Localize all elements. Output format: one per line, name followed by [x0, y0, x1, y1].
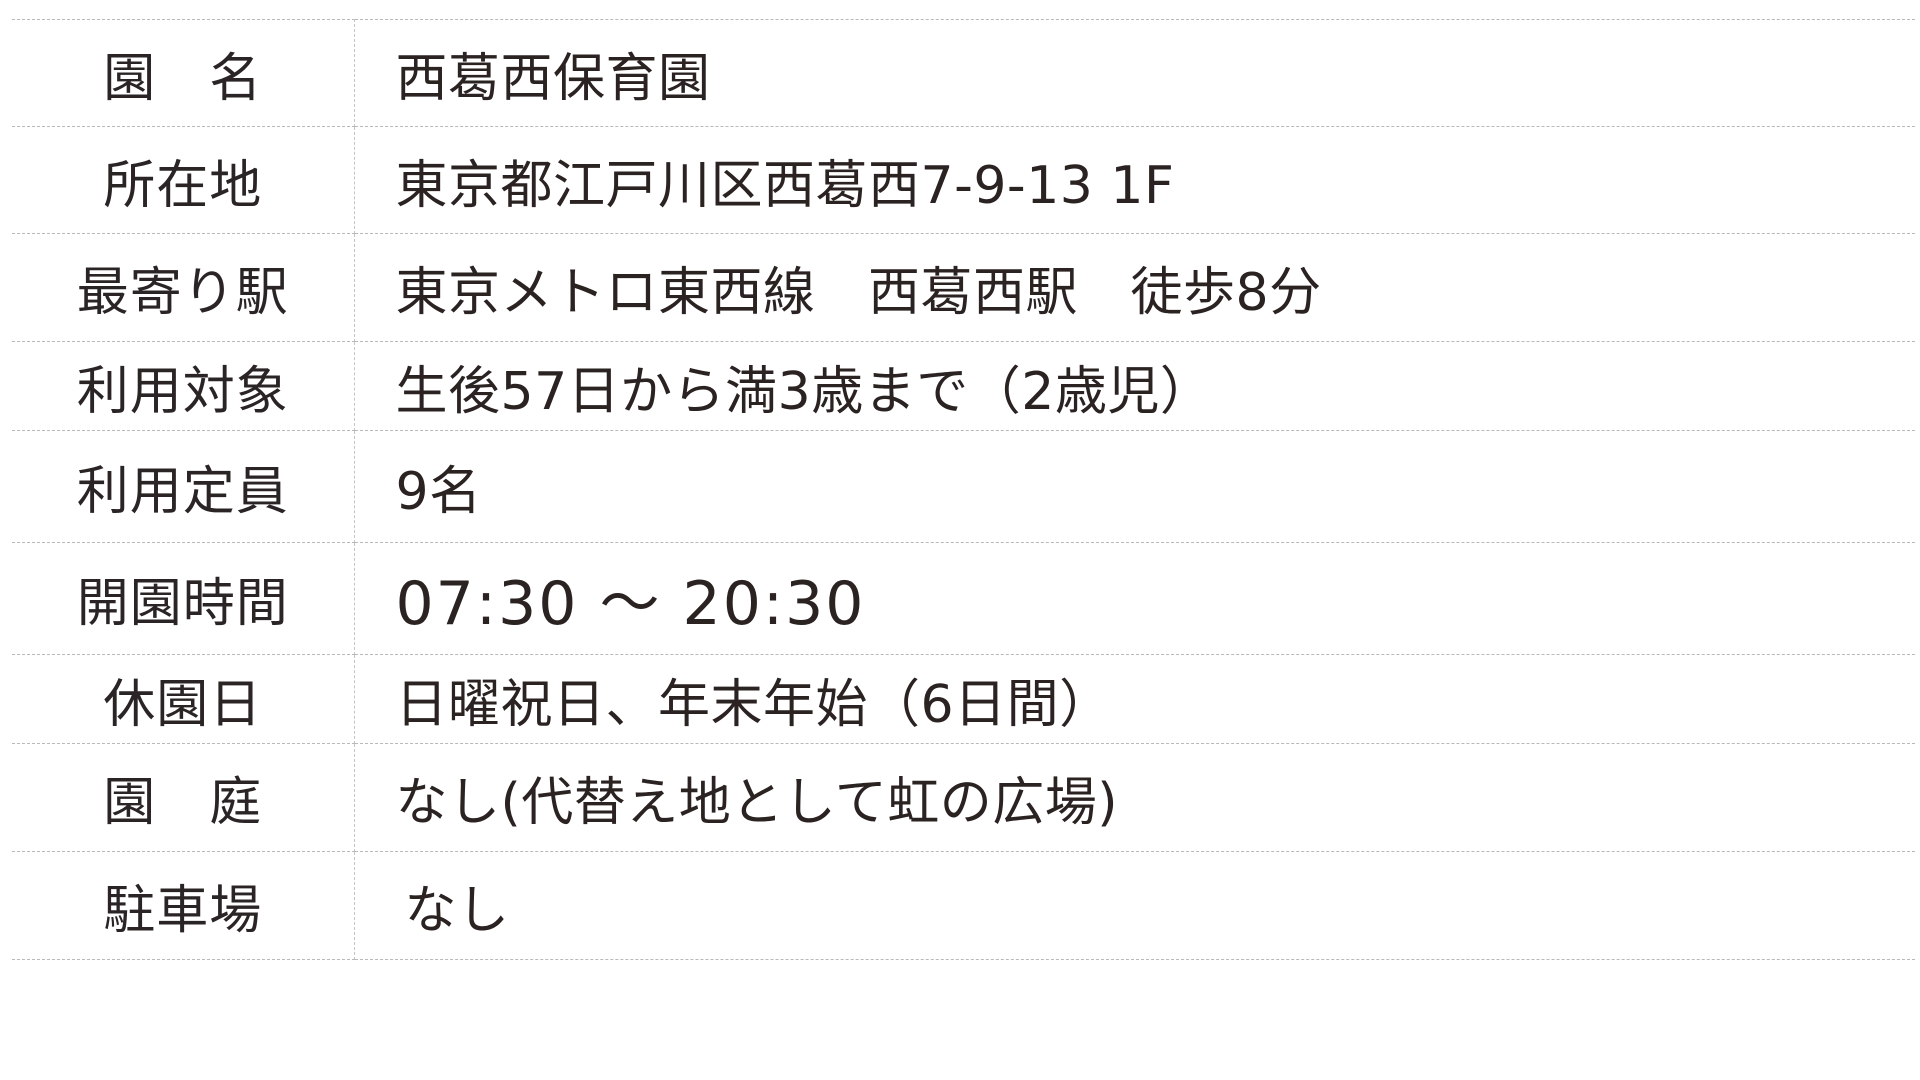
label-closed-days: 休園日 [12, 654, 355, 744]
value-closed-days: 日曜祝日、年末年始（6日間） [354, 654, 1915, 744]
label-nearest-station: 最寄り駅 [12, 233, 355, 342]
label-parking: 駐車場 [12, 851, 355, 960]
value-opening-hours: 07:30 ～ 20:30 [354, 542, 1915, 655]
row-eligibility: 利用対象 生後57日から満3歳まで（2歳児） [12, 341, 1915, 431]
label-address: 所在地 [12, 126, 355, 234]
row-address: 所在地 東京都江戸川区西葛西7-9-13 1F [12, 126, 1915, 234]
row-playground: 園 庭 なし(代替え地として虹の広場) [12, 743, 1915, 852]
value-nearest-station: 東京メトロ東西線 西葛西駅 徒歩8分 [354, 233, 1915, 342]
row-opening-hours: 開園時間 07:30 ～ 20:30 [12, 542, 1915, 655]
row-capacity: 利用定員 9名 [12, 430, 1915, 543]
value-capacity: 9名 [354, 430, 1915, 543]
row-nearest-station: 最寄り駅 東京メトロ東西線 西葛西駅 徒歩8分 [12, 233, 1915, 342]
label-opening-hours: 開園時間 [12, 542, 355, 655]
value-parking: なし [354, 851, 1915, 960]
value-address: 東京都江戸川区西葛西7-9-13 1F [354, 126, 1915, 234]
label-eligibility: 利用対象 [12, 341, 355, 431]
label-capacity: 利用定員 [12, 430, 355, 543]
value-playground: なし(代替え地として虹の広場) [354, 743, 1915, 852]
value-eligibility: 生後57日から満3歳まで（2歳児） [354, 341, 1915, 431]
label-playground: 園 庭 [12, 743, 355, 852]
label-name: 園 名 [12, 19, 355, 127]
row-name: 園 名 西葛西保育園 [12, 19, 1915, 127]
nursery-info-table: 園 名 西葛西保育園 所在地 東京都江戸川区西葛西7-9-13 1F 最寄り駅 … [12, 19, 1915, 960]
row-parking: 駐車場 なし [12, 851, 1915, 960]
row-closed-days: 休園日 日曜祝日、年末年始（6日間） [12, 654, 1915, 744]
value-name: 西葛西保育園 [354, 19, 1915, 127]
